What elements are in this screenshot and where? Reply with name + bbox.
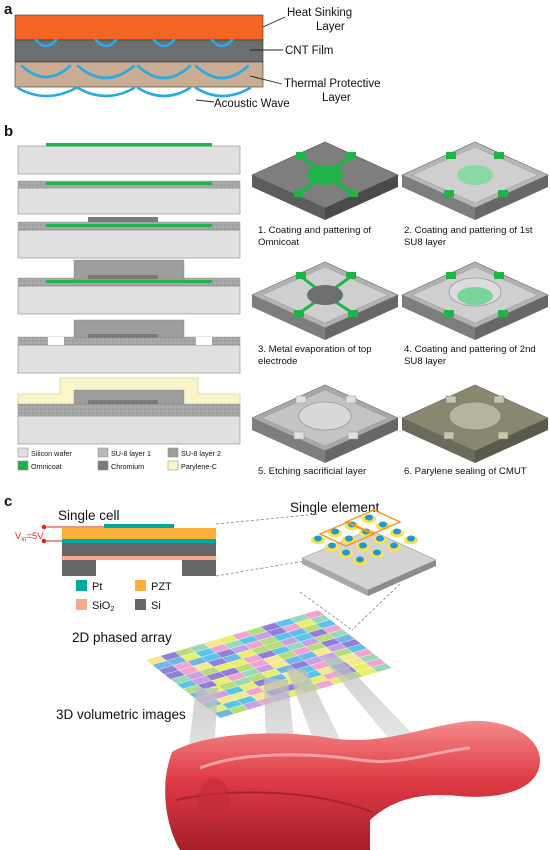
single-element-diagram — [301, 509, 437, 596]
panel-c: c Single cell Single element Vin=5V — [4, 493, 540, 850]
vin-subscript: in — [21, 536, 26, 543]
legend-label-sio2: SiO2 — [92, 600, 115, 613]
step-3-caption-line-2: electrode — [258, 356, 297, 367]
element-electrode — [331, 528, 339, 535]
step-4-caption-line-2: SU8 layer — [404, 356, 447, 367]
panel-b: b — [4, 123, 549, 477]
cross-section-step-2 — [17, 180, 241, 215]
panel-a-letter: a — [4, 1, 13, 18]
blood-vessel-illustration — [165, 720, 540, 850]
element-electrode — [376, 535, 384, 542]
legend-swatch-omnicoat — [17, 460, 29, 471]
step-2-caption-line-1: 2. Coating and pattering of 1st — [404, 225, 533, 236]
heat-sinking-label-2: Layer — [316, 21, 345, 33]
step-4-caption-line-1: 4. Coating and pattering of 2nd — [404, 344, 536, 355]
legend-swatch-pzt — [135, 580, 146, 591]
chip-step-4 — [401, 261, 549, 340]
element-electrode — [390, 542, 398, 549]
thermal-protective-label-2: Layer — [322, 92, 351, 104]
cell-to-element-connectors — [215, 513, 401, 631]
single-cell-title: Single cell — [58, 508, 120, 523]
panel-c-letter: c — [4, 493, 12, 510]
legend-swatch-si — [135, 599, 146, 610]
legend-label-silicon-wafer: Silicon wafer — [31, 449, 72, 458]
panel-c-legend: Pt PZT SiO2 Si — [76, 580, 172, 613]
legend-label-omnicoat: Omnicoat — [31, 462, 62, 471]
step-2-caption-line-2: SU8 layer — [404, 237, 447, 248]
element-electrode — [359, 542, 367, 549]
element-electrode — [345, 535, 353, 542]
sio2-main: SiO — [92, 600, 111, 612]
voltage-source — [41, 524, 104, 544]
cross-section-step-3 — [17, 217, 241, 259]
acoustic-wave-large — [16, 64, 252, 98]
element-electrode — [314, 535, 322, 542]
legend-label-parylene: Parylene-C — [181, 462, 217, 471]
legend-swatch-su8-2 — [167, 447, 179, 458]
cross-section-step-4 — [17, 259, 241, 315]
volumetric-label: 3D volumetric images — [56, 707, 186, 722]
element-electrode — [342, 549, 350, 556]
panel-b-legend: Silicon wafer SU-8 layer 1 SU-8 layer 2 … — [17, 447, 221, 471]
element-electrode — [379, 521, 387, 528]
cnt-film-label: CNT Film — [285, 45, 333, 57]
heat-sinking-label-1: Heat Sinking — [287, 7, 352, 19]
element-electrode — [365, 514, 373, 521]
step-1-caption-line-1: 1. Coating and pattering of — [258, 225, 371, 236]
legend-swatch-su8-1 — [97, 447, 109, 458]
panel-b-letter: b — [4, 123, 13, 140]
legend-swatch-sio2 — [76, 599, 87, 610]
vin-label: Vin=5V — [15, 531, 44, 543]
cross-section-step-6 — [17, 377, 241, 445]
thermal-protective-label-1: Thermal Protective — [284, 78, 381, 90]
step-1-caption-line-2: Omnicoat — [258, 237, 299, 248]
legend-swatch-silicon-wafer — [17, 447, 29, 458]
single-element-title: Single element — [290, 500, 380, 515]
legend-label-su8-2: SU-8 layer 2 — [181, 449, 221, 458]
legend-label-su8-1: SU-8 layer 1 — [111, 449, 151, 458]
cross-section-step-5 — [17, 319, 241, 374]
chip-step-6 — [401, 384, 549, 463]
chip-step-5 — [251, 384, 399, 463]
phased-array-tile — [213, 708, 235, 719]
legend-label-pzt: PZT — [151, 581, 172, 593]
acoustic-wave-small — [34, 38, 234, 48]
legend-swatch-pt — [76, 580, 87, 591]
step-5-caption: 5. Etching sacrificial layer — [258, 466, 367, 477]
element-electrode — [328, 542, 336, 549]
legend-label-si: Si — [151, 600, 161, 612]
step-6-caption: 6. Parylene sealing of CMUT — [404, 466, 527, 477]
cross-section-step-1 — [17, 143, 241, 175]
phased-array-grid — [145, 609, 393, 719]
legend-label-chromium: Chromium — [111, 462, 144, 471]
chip-step-2 — [401, 141, 549, 220]
panel-a: a Heat Sinking L — [4, 1, 381, 110]
vin-v: V — [15, 531, 22, 542]
sio2-sub: 2 — [110, 604, 114, 613]
chip-step-1 — [251, 141, 399, 220]
vin-value: =5V — [26, 531, 44, 542]
legend-label-pt: Pt — [92, 581, 102, 593]
element-electrode — [393, 528, 401, 535]
chip-step-3 — [251, 261, 399, 340]
phased-array-label: 2D phased array — [72, 630, 172, 645]
acoustic-wave-label: Acoustic Wave — [214, 98, 290, 110]
step-3-caption-line-1: 3. Metal evaporation of top — [258, 344, 372, 355]
element-electrode — [373, 549, 381, 556]
panel-a-leaders — [195, 16, 286, 103]
element-electrode — [356, 556, 364, 563]
element-electrode — [407, 535, 415, 542]
legend-swatch-parylene — [167, 460, 179, 471]
legend-swatch-chromium — [97, 460, 109, 471]
heat-sinking-layer — [14, 14, 264, 41]
single-cell-diagram — [62, 524, 216, 576]
